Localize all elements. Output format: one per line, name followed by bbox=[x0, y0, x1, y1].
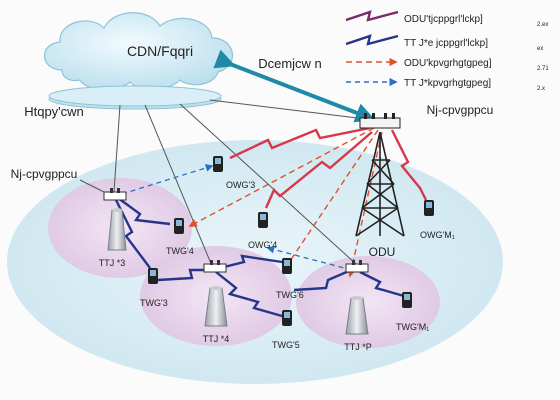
ue-label-tw3: TWG'3 bbox=[140, 298, 168, 308]
small-tower-t4-icon bbox=[203, 260, 228, 327]
small-cell-interference-arrows bbox=[121, 164, 353, 271]
left-antenna-leader bbox=[79, 179, 105, 193]
legend: ODU'tjcppgrl'lckp] 2.ex TT J*e jcppgrl'l… bbox=[345, 10, 549, 92]
phone-tw6-icon bbox=[282, 258, 292, 274]
macro-antenna-icon bbox=[359, 113, 401, 129]
cloud-label: CDN/Fqqri bbox=[127, 43, 193, 59]
hub-icon bbox=[48, 85, 222, 110]
tower-label-tp: TTJ *P bbox=[344, 342, 372, 352]
wireless-link bbox=[213, 49, 376, 123]
legend-label-1: TT J*e jcppgrl'lckp] bbox=[404, 38, 488, 49]
legend-sub-3: 2.x bbox=[537, 86, 545, 92]
legend-sub-0: 2.ex bbox=[537, 22, 548, 28]
wireless-link-label: Dcemjcw n bbox=[258, 56, 322, 71]
macro-links bbox=[229, 126, 428, 209]
phone-tw3-icon bbox=[148, 268, 158, 284]
ue-label-tw6: TWG'6 bbox=[276, 290, 304, 300]
phone-tw5-icon bbox=[282, 310, 292, 326]
phone-tw4-icon bbox=[174, 218, 184, 234]
legend-label-3: TT J*kpvgrhgtgpeg] bbox=[404, 78, 491, 89]
ue-label-tw4: TWG'4 bbox=[166, 246, 194, 256]
ue-label-tw5: TWG'5 bbox=[272, 340, 300, 350]
left-antenna-label: Nj-cpvgppcu bbox=[11, 167, 78, 181]
phone-ownm-icon bbox=[424, 200, 434, 216]
legend-label-0: ODU'tjcppgrl'lckp] bbox=[404, 14, 483, 25]
tower-label-t4: TTJ *4 bbox=[203, 334, 230, 344]
small-tower-tp-icon bbox=[345, 260, 369, 335]
legend-swatch-1 bbox=[345, 34, 399, 46]
legend-swatch-0 bbox=[345, 10, 399, 22]
ue-label-twm: TWG'M₁ bbox=[396, 322, 429, 332]
legend-sub-1: ex bbox=[537, 46, 543, 52]
legend-label-2: ODU'kpvgrhgtgpeg] bbox=[404, 58, 492, 69]
macro-antenna-label: Nj-cpvgppcu bbox=[427, 103, 494, 117]
phone-twm-icon bbox=[402, 292, 412, 308]
ue-label-ow3: OWG'3 bbox=[226, 180, 255, 190]
bs-label: ODU bbox=[369, 245, 396, 259]
small-cell-links bbox=[114, 197, 405, 318]
phone-ow3-icon bbox=[213, 156, 223, 172]
legend-sub-2: 2.71 bbox=[537, 66, 549, 72]
small-tower-t3-icon bbox=[103, 188, 127, 251]
ue-label-ownm: OWG'M₁ bbox=[420, 230, 455, 240]
tower-label-t3: TTJ *3 bbox=[99, 258, 126, 268]
phone-ow4-icon bbox=[258, 212, 268, 228]
macro-bs-tower-icon bbox=[355, 131, 405, 237]
hub-label: Htqpy'cwn bbox=[24, 104, 84, 119]
ue-label-ow4: OWG'4 bbox=[248, 240, 277, 250]
